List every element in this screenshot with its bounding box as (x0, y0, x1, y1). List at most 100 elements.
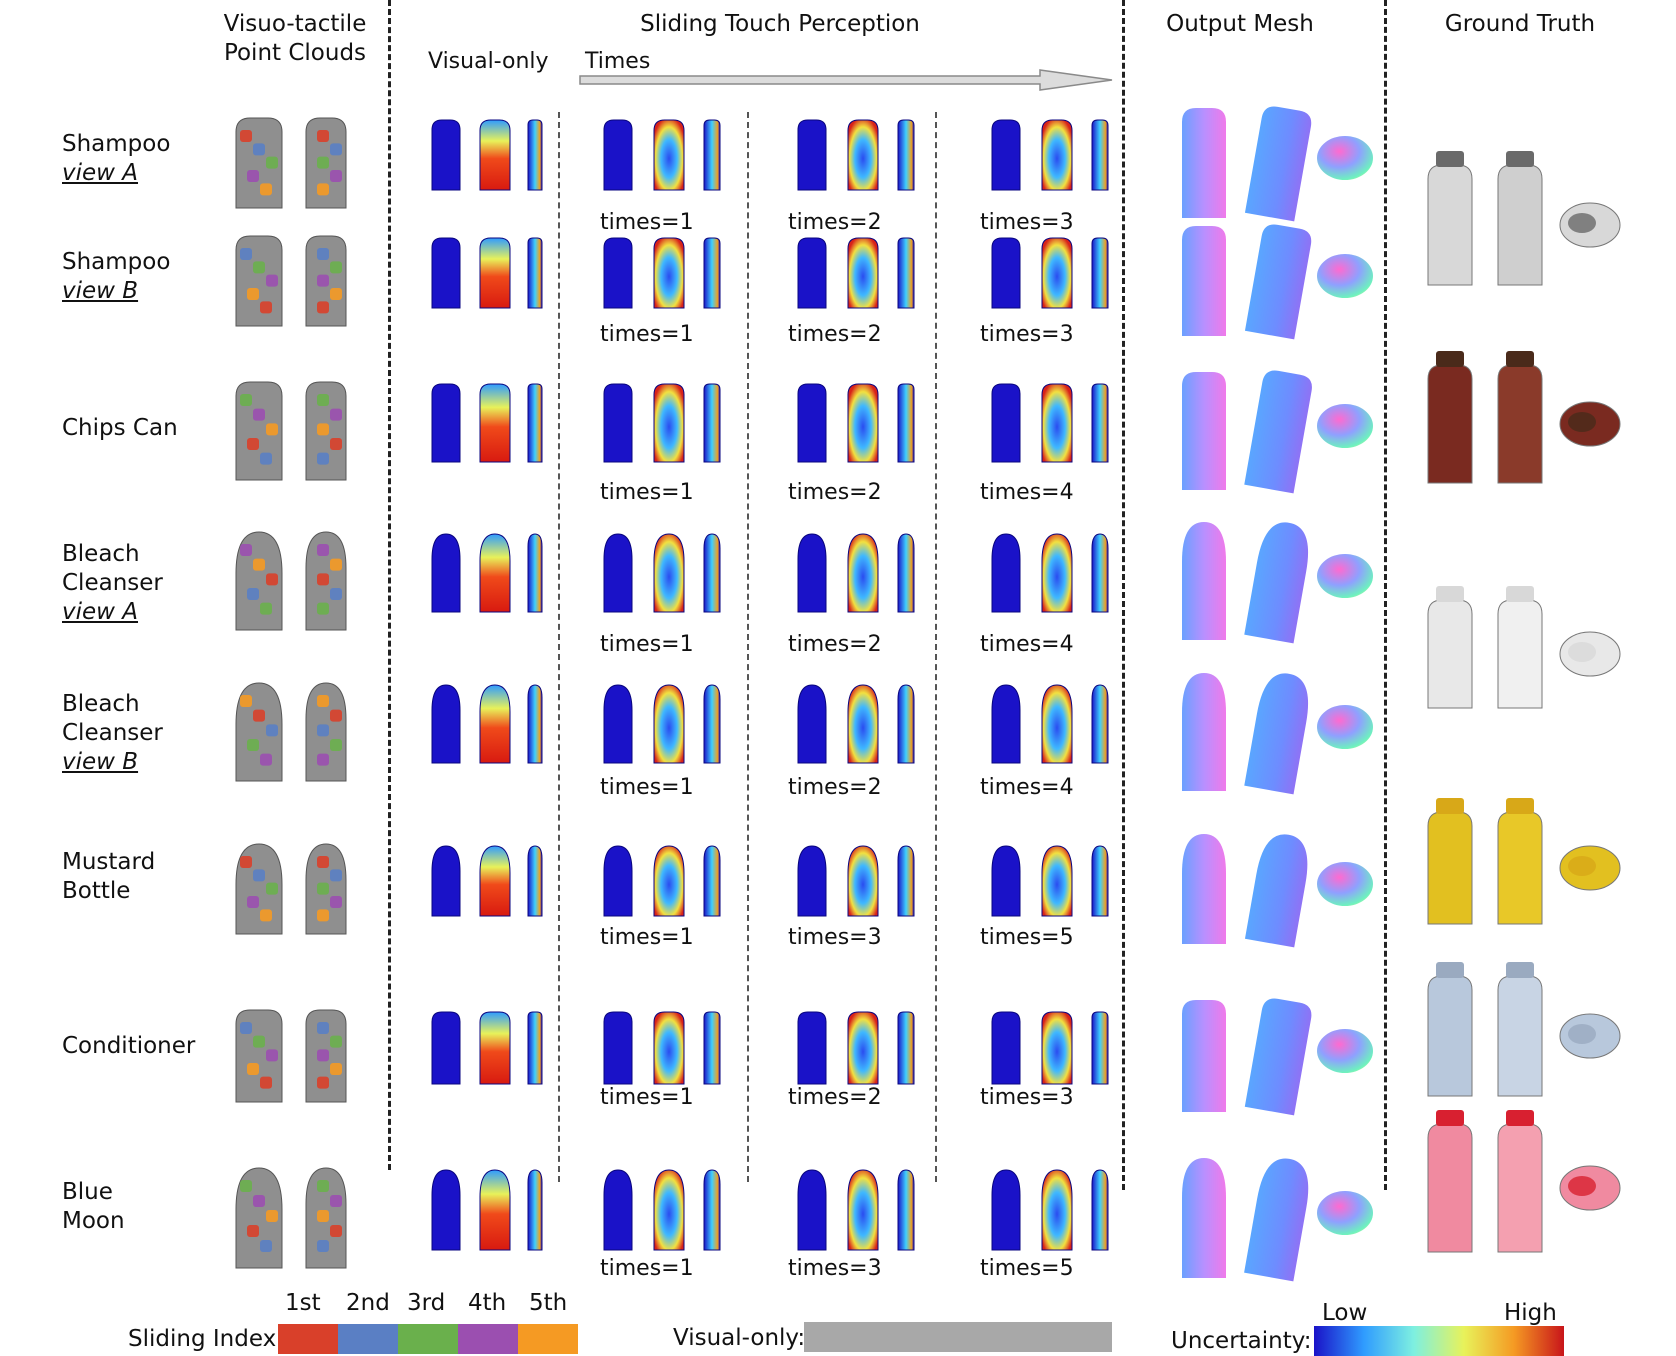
visual-only-heatmap (479, 1011, 511, 1085)
pointcloud-patch (247, 1225, 259, 1237)
sliding-heatmap (1091, 684, 1109, 764)
row-label-name: Blue Moon (62, 1179, 125, 1234)
pointcloud-patch (253, 408, 265, 421)
sliding-heatmap (653, 237, 685, 309)
pointcloud-patch (247, 739, 259, 751)
sliding-index-item: 1st (285, 1290, 321, 1316)
sliding-heatmap (653, 845, 685, 917)
visual-only-heatmap (431, 533, 461, 613)
output-mesh (1182, 1158, 1226, 1278)
sliding-heatmap (897, 1011, 915, 1085)
row-label-name: Shampoo (62, 249, 171, 275)
ground-truth-cap (1506, 151, 1534, 167)
pointcloud-patch (317, 130, 329, 142)
sliding-heatmap (653, 383, 685, 463)
uncertainty-label: Uncertainty: (1171, 1328, 1312, 1354)
divider-sub-2 (747, 112, 749, 1182)
pointcloud-patch (260, 602, 272, 615)
output-mesh-top (1317, 1191, 1373, 1235)
visual-only-heatmap (479, 684, 511, 764)
sliding-heatmap (1091, 845, 1109, 917)
visual-only-heatmap (527, 533, 543, 613)
ground-truth-bottle (1427, 975, 1473, 1097)
ground-truth-cap (1506, 798, 1534, 814)
pointcloud-patch (317, 573, 329, 586)
sliding-heatmap (897, 845, 915, 917)
ground-truth-bottle (1427, 1123, 1473, 1253)
visual-only-heatmap (431, 1169, 461, 1251)
pointcloud-patch (266, 1049, 278, 1062)
row-label-name: Chips Can (62, 415, 178, 441)
pointcloud-patch (330, 438, 342, 450)
row-label-name: Bleach Cleanser (62, 691, 163, 746)
pointcloud-patch (330, 869, 342, 882)
visual-only-heatmap (431, 237, 461, 309)
pointcloud-patch (240, 544, 252, 556)
header-times: Times (585, 49, 651, 74)
sliding-heatmap (603, 383, 633, 463)
visual-only-heatmap (431, 845, 461, 917)
pointcloud-patch (260, 1240, 272, 1252)
header-output-mesh: Output Mesh (1166, 11, 1314, 37)
output-mesh-top (1317, 404, 1373, 448)
times-label: times=1 (600, 1085, 694, 1110)
sliding-heatmap (603, 684, 633, 764)
sliding-heatmap (1041, 684, 1073, 764)
pointcloud-patch (260, 301, 272, 314)
ground-truth-bottle (1497, 364, 1543, 484)
pointcloud-patch (330, 1195, 342, 1207)
visual-only-heatmap (479, 845, 511, 917)
times-label: times=1 (600, 632, 694, 657)
output-mesh (1244, 1158, 1309, 1282)
visual-only-heatmap (479, 383, 511, 463)
sliding-heatmap (1091, 119, 1109, 191)
sliding-heatmap (653, 684, 685, 764)
pointcloud-patch (330, 739, 342, 751)
ground-truth-bottle (1497, 1123, 1543, 1253)
ground-truth-top-cap (1568, 213, 1596, 233)
pointcloud-patch (266, 882, 278, 895)
sliding-heatmap (1041, 383, 1073, 463)
pointcloud-patch (240, 1180, 252, 1192)
ground-truth-cap (1436, 151, 1464, 167)
pointcloud-patch (317, 724, 329, 737)
output-mesh (1244, 998, 1312, 1116)
pointcloud-patch (317, 753, 329, 766)
sliding-heatmap (797, 119, 827, 191)
output-mesh (1182, 673, 1226, 791)
sliding-index-item: 3rd (407, 1290, 446, 1316)
row-label: Mustard Bottle (62, 848, 155, 906)
times-label: times=2 (788, 775, 882, 800)
ground-truth-cap (1436, 798, 1464, 814)
sliding-heatmap (847, 237, 879, 309)
pointcloud-patch (240, 856, 252, 868)
output-mesh-top (1317, 705, 1373, 749)
visual-only-heatmap (527, 1169, 543, 1251)
ground-truth-bottle (1427, 599, 1473, 709)
pointcloud-patch (247, 1063, 259, 1075)
row-label-view: view B (62, 278, 139, 304)
times-label: times=1 (600, 1256, 694, 1281)
row-label-name: Bleach Cleanser (62, 541, 163, 596)
output-mesh (1244, 224, 1312, 340)
sliding-heatmap (1091, 1169, 1109, 1251)
sliding-heatmap (703, 237, 721, 309)
sliding-heatmap (603, 845, 633, 917)
sliding-heatmap (897, 1169, 915, 1251)
visual-only-heatmap (479, 1169, 511, 1251)
row-label: Conditioner (62, 1032, 195, 1061)
sliding-heatmap (991, 237, 1021, 309)
pointcloud-patch (330, 709, 342, 722)
pointcloud-patch (260, 452, 272, 465)
pointcloud-patch (266, 423, 278, 436)
visual-only-heatmap (431, 1011, 461, 1085)
visual-only-heatmap (527, 845, 543, 917)
pointcloud-patch (317, 248, 329, 260)
sliding-heatmap (1041, 237, 1073, 309)
times-label: times=1 (600, 322, 694, 347)
pointcloud-patch (253, 558, 265, 571)
output-mesh (1244, 673, 1309, 795)
pointcloud-patch (317, 301, 329, 314)
pointcloud-patch (317, 544, 329, 556)
